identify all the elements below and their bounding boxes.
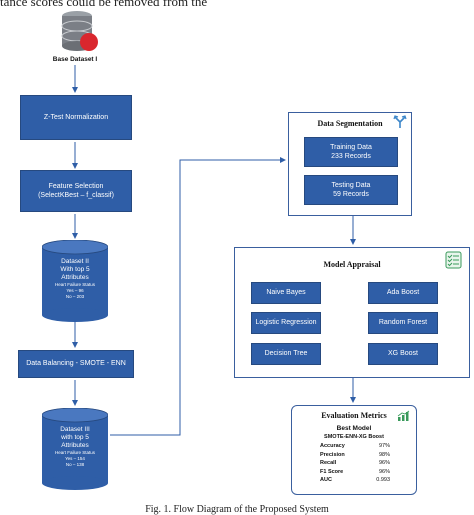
data-segmentation-panel: Data Segmentation Training Data 233 Reco… [288,112,412,216]
testing-data-records: 59 Records [333,191,369,198]
model-decision-tree: Decision Tree [251,343,321,365]
dataset2-title: Dataset II [61,258,89,265]
model-decision-tree-label: Decision Tree [264,350,308,358]
dataset2-no: No – 203 [65,294,85,299]
split-arrows-icon [393,115,407,134]
dataset3-cylinder: Dataset III with top 5 Attributes Heart … [42,408,108,490]
training-data-box: Training Data 233 Records [304,137,398,167]
dataset2-status: Heart Failure Status [54,282,96,287]
data-balancing-box: Data Balancing - SMOTE - ENN [18,350,134,378]
dataset2-attributes: Attributes [61,274,89,281]
evaluation-metrics-title: Evaluation Metrics [321,411,387,420]
best-model-label: Best Model [336,425,372,432]
ztest-label: Z-Test Normalization [43,113,109,121]
model-logistic-regression-label: Logistic Regression [255,319,317,327]
dataset3-subtitle: with top 5 [61,434,89,441]
dataset3-status: Heart Failure Status [54,450,96,455]
dataset3-no: No – 138 [65,462,85,467]
training-data-records: 233 Records [331,153,371,160]
dataset3-yes: Yes – 154 [65,456,85,461]
bar-chart-icon [397,409,411,427]
model-xg-boost: XG Boost [368,343,438,365]
model-logistic-regression: Logistic Regression [251,312,321,334]
testing-data-box: Testing Data 59 Records [304,175,398,205]
model-random-forest: Random Forest [368,312,438,334]
dataset2-cylinder: Dataset II With top 5 Attributes Heart F… [42,240,108,322]
data-segmentation-title: Data Segmentation [317,119,383,128]
data-balancing-label: Data Balancing - SMOTE - ENN [26,360,126,368]
model-ada-boost: Ada Boost [368,282,438,304]
arrow-dataset3-to-segmentation [110,157,286,436]
feature-selection-title: Feature Selection [48,182,104,190]
model-naive-bayes: Naive Bayes [251,282,321,304]
ztest-normalization-box: Z-Test Normalization [20,95,132,140]
model-naive-bayes-label: Naive Bayes [266,289,306,297]
feature-selection-method: (SelectKBest – f_classif) [38,192,114,199]
dataset2-yes: Yes – 96 [66,288,84,293]
preceding-text-line: tance scores could be removed from the [0,0,208,9]
training-data-title: Training Data [330,143,372,151]
checklist-icon [444,250,464,275]
model-ada-boost-label: Ada Boost [386,289,420,297]
feature-selection-box: Feature Selection (SelectKBest – f_class… [20,170,132,212]
base-dataset-database-icon [55,8,105,56]
model-appraisal-title: Model Appraisal [323,260,381,269]
model-appraisal-panel: Model Appraisal Naive Bayes Ada Boost Lo… [234,247,470,378]
dataset3-attributes: Attributes [61,442,89,449]
evaluation-metrics-panel: Evaluation Metrics Best Model SMOTE-ENN-… [291,405,417,495]
figure-caption: Fig. 1. Flow Diagram of the Proposed Sys… [145,504,329,515]
model-xg-boost-label: XG Boost [388,350,418,358]
model-random-forest-label: Random Forest [378,319,428,327]
best-model-name: SMOTE-ENN-XG Boost [324,434,384,440]
dataset2-subtitle: With top 5 [60,266,90,273]
dataset3-title: Dataset III [60,426,90,433]
testing-data-title: Testing Data [331,181,371,189]
base-dataset-label: Base Dataset I [52,56,98,63]
